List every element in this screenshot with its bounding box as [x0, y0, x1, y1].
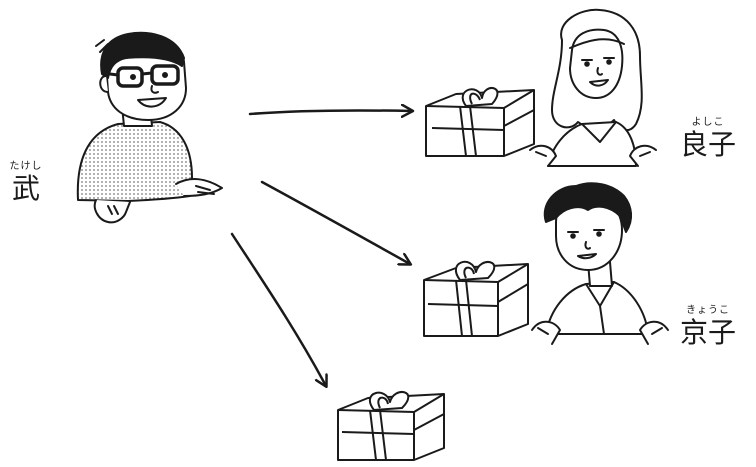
kyoko-furigana: きょうこ [668, 306, 748, 316]
gift-box-icon [338, 392, 444, 460]
kyoko-figure [532, 183, 668, 344]
gift-box-icon [426, 88, 534, 156]
arrows [232, 110, 412, 386]
takeshi-furigana: たけし [4, 162, 48, 172]
gift-box-icon [424, 262, 528, 336]
kyoko-name: 京子 [668, 319, 748, 347]
takeshi-name: 武 [4, 175, 48, 203]
yoshiko-furigana: よしこ [668, 118, 748, 128]
arrow-to-yoshiko [250, 110, 412, 114]
takeshi-figure [78, 33, 222, 223]
takeshi-label: たけし 武 [4, 162, 48, 203]
yoshiko-name: 良子 [668, 131, 748, 159]
yoshiko-label: よしこ 良子 [668, 118, 748, 159]
yoshiko-figure [530, 10, 656, 166]
arrow-to-kyoko [262, 182, 410, 264]
takeshi-shirt [78, 122, 192, 201]
kyoko-label: きょうこ 京子 [668, 306, 748, 347]
arrow-to-box [232, 234, 326, 386]
